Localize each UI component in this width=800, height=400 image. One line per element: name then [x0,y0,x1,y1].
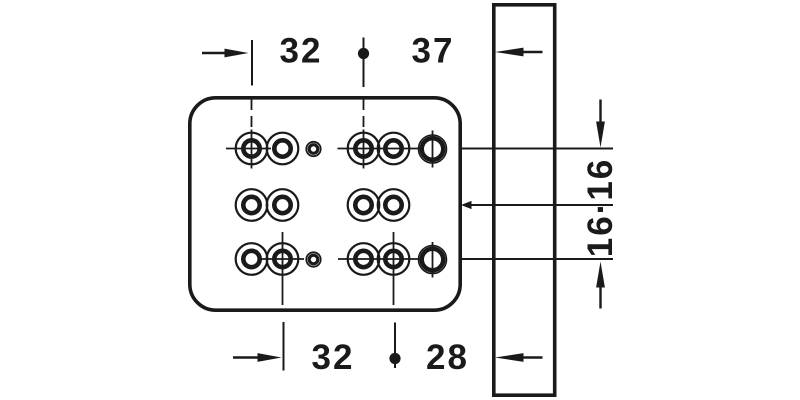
mounting-plate [188,96,462,312]
row-leader-lines [461,147,613,260]
hole-crosshair-bottom-right [376,242,411,276]
hole-row-top [234,131,448,166]
dim-label-bottom-28: 28 [426,338,469,377]
hole-ring-bottom-right-1 [346,242,381,276]
hole-small-top-left [305,140,322,158]
hole-ring-top-left-2 [265,131,300,166]
dimension-right: 16·16 [581,99,620,309]
hole-slotted-bottom-right [417,244,448,275]
hole-slotted-top-right [417,134,448,164]
hole-row-middle [234,188,411,222]
hole-crosshair-top-right [346,131,381,166]
reference-dot [357,47,370,60]
dim-label-top-32: 32 [280,32,323,71]
hole-ring-mid-4 [376,188,411,222]
reference-dot [389,352,401,365]
dim-label-right-16-16: 16·16 [581,158,620,258]
arrow-up-icon [596,261,605,288]
dimension-top: 32 37 [202,32,543,87]
arrow-right-icon [257,353,282,362]
hole-ring-top-right-2 [376,131,411,166]
hole-ring-mid-2 [265,188,300,222]
panel-cross-section [491,3,557,397]
hole-crosshair-bottom-left [265,242,300,276]
dim-label-top-37: 37 [412,32,455,71]
hole-row-bottom [234,242,448,276]
arrow-left-icon [461,200,472,210]
arrow-left-icon [495,47,524,57]
arrow-down-icon [596,121,605,148]
arrow-right-icon [224,48,249,58]
hole-small-bottom-left [305,251,322,268]
arrow-left-icon [495,353,524,362]
dim-label-bottom-32: 32 [312,338,355,377]
hole-ring-mid-3 [346,188,381,222]
dimension-bottom: 32 28 [233,322,543,377]
